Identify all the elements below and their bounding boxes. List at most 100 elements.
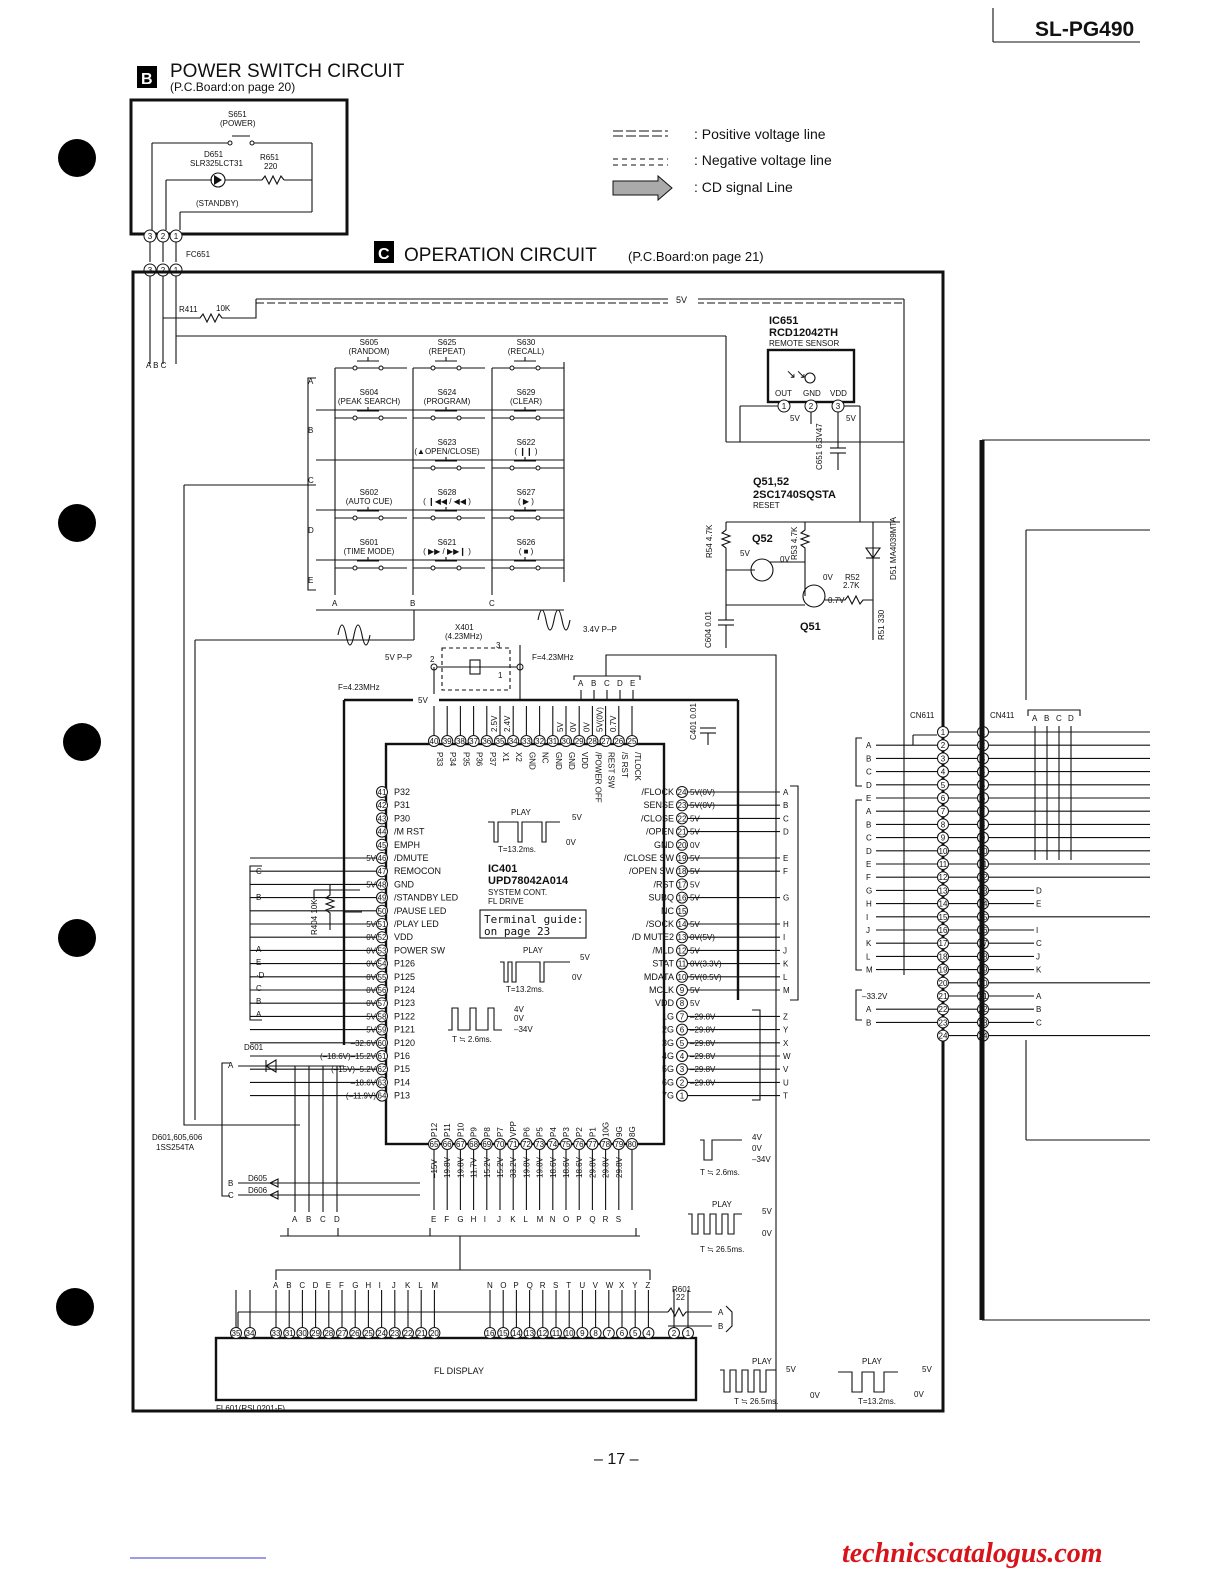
svg-text:49: 49 [378,894,387,903]
svg-text:5V: 5V [676,295,687,305]
svg-text:T ≒ 26.5ms.: T ≒ 26.5ms. [734,1397,778,1406]
ic401-pin-27: 27 [599,735,612,747]
ic401-pin-label: P121 [394,1025,415,1035]
fl601-pin-22: 22 [402,1327,414,1339]
ic401-pin-label: P36 [475,752,484,767]
bus-letter: V [783,1065,789,1074]
bus-letter: B [1036,1005,1041,1014]
bus-letter: C [320,1215,326,1224]
ic401-pin-18: 18 [676,865,688,878]
section-c-title: OPERATION CIRCUIT [404,245,597,266]
svg-text:7: 7 [680,1012,685,1021]
svg-text:11: 11 [552,1329,561,1338]
bus-letter: I [484,1215,486,1224]
ic401-pin-label: P1 [588,1127,597,1137]
svg-text:64: 64 [378,1092,387,1101]
cn611-pin-22: 22 [937,1003,949,1016]
ic401-pin-2: 2 [676,1076,688,1089]
ic401-pin-45: 45 [376,838,388,851]
ic401-pin-label: VDD [580,752,589,769]
fl601-pin-2: 2 [668,1327,680,1339]
ic401-pin-label: NC [541,752,550,764]
svg-text:13: 13 [939,886,948,895]
svg-text:36: 36 [482,737,491,746]
ic401-pin-8: 8 [676,997,688,1010]
ic401-pin-label: REMOCON [394,866,441,876]
ic401-pin-label: P11 [443,1123,452,1137]
svg-text:60: 60 [378,1039,387,1048]
svg-text:31: 31 [285,1329,294,1338]
bus-letter: S [616,1215,621,1224]
ic401-pin-label: P35 [461,752,470,767]
switch-ref: S627 [517,488,536,497]
ic401-pin-57: 57 [376,997,388,1010]
bus-letter: G [352,1281,358,1290]
ic401-pin-36: 36 [480,735,493,747]
svg-text:14: 14 [939,900,948,909]
fl601-pin-24: 24 [375,1327,388,1339]
svg-text:39: 39 [443,737,452,746]
svg-text:F=4.23MHz: F=4.23MHz [532,653,574,662]
section-c-badge [374,241,394,263]
bus-letter: W [606,1281,614,1290]
svg-text:24: 24 [939,1032,948,1041]
bus-letter: L [783,973,788,982]
svg-text:66: 66 [443,1140,452,1149]
svg-text:T=13.2ms.: T=13.2ms. [858,1397,896,1406]
ic401-pin-40: 40 [428,735,440,747]
svg-text:B: B [228,1179,233,1188]
ic401-pin-label: GND [394,879,415,889]
bus-letter: D [1036,886,1042,895]
switch-ref: S621 [438,538,457,547]
ic401-pin-44: 44 [376,825,388,838]
cn611-pin-8: 8 [937,818,949,831]
ic401-pin-voltage: 0V [690,841,700,850]
ic401-pin-voltage: 29.8V [615,1156,624,1178]
ic401-pin-23: 23 [676,799,688,812]
ic401-pin-label: GND [654,840,675,850]
legend-negative: : Negative voltage line [694,152,832,168]
svg-text:55: 55 [378,973,387,982]
cn611-pin-23: 23 [937,1016,949,1029]
svg-text:2: 2 [809,402,814,411]
bus-letter: D [783,828,789,837]
fl601-pin-31: 31 [283,1327,296,1339]
svg-text:9: 9 [941,834,946,843]
svg-text:5V: 5V [740,549,750,558]
svg-text:R52: R52 [845,573,860,582]
svg-text:15: 15 [939,913,948,922]
svg-text:RESET: RESET [753,501,780,510]
power-switch-board: S651 (POWER) D651 SLR325LCT31 R651 220 (… [129,98,349,277]
fl-display: FL DISPLAY FL601(RSL0201-F) R601 22 A B … [214,1281,733,1413]
svg-text:SYSTEM CONT.: SYSTEM CONT. [488,888,547,897]
bus-letter: B [866,1018,871,1027]
ic401-pin-58: 58 [376,1010,388,1023]
ic401-pin-label: P120 [394,1038,415,1048]
svg-text:27: 27 [338,1329,347,1338]
svg-text:28: 28 [588,737,597,746]
svg-text:8: 8 [941,820,946,829]
svg-text:11: 11 [939,860,948,869]
ic401-pin-21: 21 [676,825,688,838]
cn611-pin-16: 16 [937,924,949,936]
bus-letter: A [866,1005,872,1014]
switch-ref: S601 [360,538,379,547]
svg-text:1: 1 [680,1092,685,1101]
bus-letter: D [866,847,872,856]
svg-text:PLAY: PLAY [862,1357,883,1366]
cn611-pin-10: 10 [937,844,949,857]
matrix-col-label: C [489,599,495,608]
ic401-pin-voltage: 29.8V [602,1156,611,1178]
bus-letter: B [306,1215,311,1224]
ic401-pin-label: GND [554,752,563,770]
ic401-pin-13: 13 [676,931,688,944]
svg-text:3: 3 [148,232,153,241]
bus-letter: B [256,893,261,902]
ic401-pin-67: 67 [454,1138,467,1150]
svg-text:FL DRIVE: FL DRIVE [488,897,524,906]
ic401-pin-label: P15 [394,1064,410,1074]
ic401-pin-78: 78 [599,1138,612,1150]
ic401-pin-voltage: 19.8V [456,1156,465,1178]
bus-letter: F [339,1281,344,1290]
ic401-pin-label: P34 [448,752,457,767]
